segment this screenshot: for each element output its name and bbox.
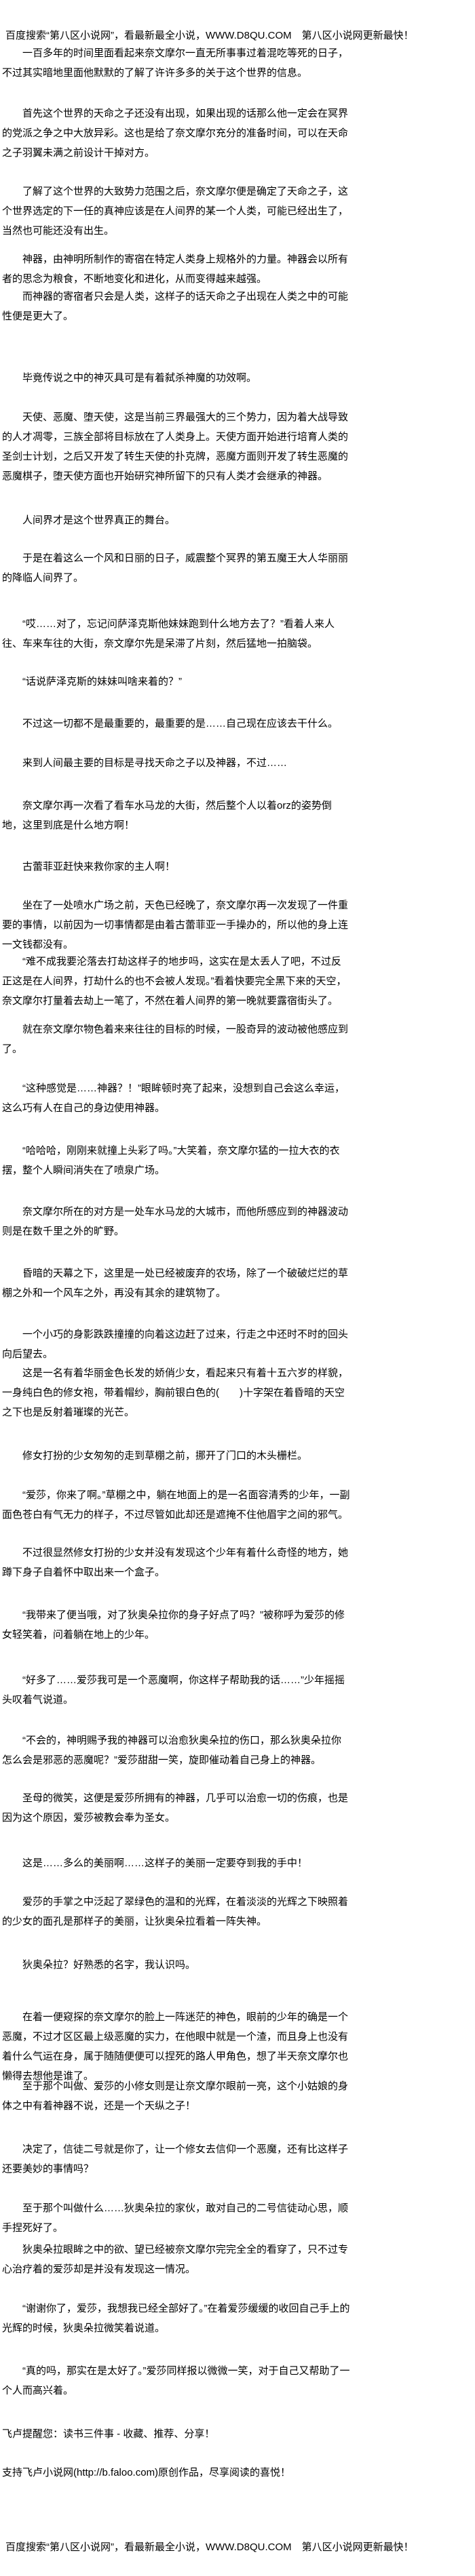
paragraph: 不过很显然修女打扮的少女并没有发现这个少年有着什么奇怪的地方，她蹲下身子自着怀中… <box>2 1547 349 1578</box>
paragraph: 于是在着这么一个风和日丽的日子，威震整个冥界的第五魔王大人华丽丽的降临人间界了。 <box>2 552 349 584</box>
paragraph: “爱莎，你来了啊。”草棚之中，躺在地面上的是一名面容清秀的少年，一副面色苍白有气… <box>2 1489 350 1521</box>
paragraph: 毕竟传说之中的神灭具可是有着弑杀神魔的功效啊。 <box>22 372 257 384</box>
paragraph: 了解了这个世界的大致势力范围之后，奈文摩尔便是确定了天命之子，这个世界选定的下一… <box>2 186 349 237</box>
paragraph: 来到人间最主要的目标是寻找天命之子以及神器，不过…… <box>22 757 288 769</box>
paragraph: “不会的，神明赐予我的神器可以治愈狄奥朵拉的伤口，那么狄奥朵拉你怎么会是邪恶的恶… <box>2 1735 341 1766</box>
paragraph: 爱莎的手掌之中泛起了翠绿色的温和的光辉，在着淡淡的光辉之下映照着的少女的面孔是那… <box>2 1896 349 1927</box>
paragraph: 修女打扮的少女匆匆的走到草棚之前，挪开了门口的木头栅栏。 <box>22 1450 308 1462</box>
paragraph: “哈哈哈，刚刚来就撞上头彩了吗。”大笑着，奈文摩尔猛的一拉大衣的衣摆，整个人瞬间… <box>2 1145 340 1176</box>
paragraph: 就在奈文摩尔物色着来来往往的目标的时候，一股奇异的波动被他感应到了。 <box>2 1024 349 1055</box>
paragraph: “好多了……爱莎我可是一个恶魔啊，你这样子帮助我的话……”少年摇摇头叹着气说道。 <box>2 1674 345 1706</box>
paragraph: “我带来了便当哦，对了狄奥朵拉你的身子好点了吗？”被称呼为爱莎的修女轻笑着，问着… <box>2 1609 345 1641</box>
paragraph: “哎……对了，忘记问萨泽克斯他妹妹跑到什么地方去了？”看着人来人往、车来车往的大… <box>2 618 335 649</box>
paragraph: 这是一名有着华丽金色长发的娇俏少女，看起来只有着十五六岁的样貌，一身纯白色的修女… <box>2 1367 349 1418</box>
paragraph: “这种感觉是……神器？！”眼眸顿时亮了起来，没想到自己会这么幸运，这么巧有人在自… <box>2 1083 345 1114</box>
paragraph: “真的吗，那实在是太好了。”爱莎同样报以微微一笑，对于自己又帮助了一个人而高兴着… <box>2 2365 350 2396</box>
paragraph: 这是……多么的美丽啊……这样子的美丽一定要夺到我的手中！ <box>22 1857 308 1869</box>
paragraph: 狄奥朵拉眼眸之中的欲、望已经被奈文摩尔完完全全的看穿了，只不过专心治疗着的爱莎却… <box>2 2244 349 2275</box>
paragraph: 昏暗的天幕之下，这里是一处已经被废弃的农场，除了一个破破烂烂的草棚之外和一个风车… <box>2 1268 349 1299</box>
faloo-reminder: 飞卢提醒您：读书三件事 - 收藏、推荐、分享！ <box>2 2428 215 2440</box>
paragraph: 至于那个叫做、爱莎的小修女则是让奈文摩尔眼前一亮，这个小姑娘的身体之中有着神器不… <box>2 2080 349 2112</box>
paragraph: 不过这一切都不是最重要的，最重要的是……自己现在应该去干什么。 <box>22 718 339 729</box>
paragraph: 狄奥朵拉？好熟悉的名字，我认识吗。 <box>22 1959 196 1971</box>
paragraph: 一百多年的时间里面看起来奈文摩尔一直无所事事过着混吃等死的日子，不过其实暗地里面… <box>2 47 349 79</box>
paragraph: 圣母的微笑，这便是爱莎所拥有的神器，几乎可以治愈一切的伤痕，也是因为这个原因，爱… <box>2 1792 349 1824</box>
site-banner-bottom: 百度搜索“第八区小说网”，看最新最全小说，WWW.D8QU.COM 第八区小说网… <box>5 2541 414 2553</box>
paragraph: 天使、恶魔、堕天使，这是当前三界最强大的三个势力，因为着大战导致的人才凋零，三族… <box>2 411 349 482</box>
paragraph: “难不成我要沦落去打劫这样子的地步吗，这实在是太丢人了吧，不过反正这是在人间界，… <box>2 956 347 1007</box>
paragraph: 神器，由神明所制作的寄宿在特定人类身上规格外的力量。神器会以所有者的思念为粮食，… <box>2 254 349 285</box>
paragraph: 在着一便窥探的奈文摩尔的脸上一阵迷茫的神色，眼前的少年的确是一个恶魔，不过才区区… <box>2 2011 349 2082</box>
paragraph: “谢谢你了，爱莎，我想我已经全部好了。”在着爱莎缓缓的收回自己手上的光辉的时候，… <box>2 2303 350 2334</box>
paragraph: 一个小巧的身影跌跌撞撞的向着这边赶了过来，行走之中还时不时的回头向后望去。 <box>2 1329 349 1360</box>
site-banner-top: 百度搜索“第八区小说网”，看最新最全小说，WWW.D8QU.COM 第八区小说网… <box>5 30 414 41</box>
paragraph: 古蕾菲亚赶快来救你家的主人啊！ <box>22 861 176 872</box>
paragraph: 决定了，信徒二号就是你了，让一个修女去信仰一个恶魔，还有比这样子还要美妙的事情吗… <box>2 2144 349 2175</box>
faloo-support-link[interactable]: 支持飞卢小说网(http://b.faloo.com)原创作品，尽享阅读的喜悦！ <box>2 2467 291 2478</box>
paragraph: 至于那个叫做什么……狄奥朵拉的家伙，敢对自己的二号信徒动心思，顺手捏死好了。 <box>2 2202 349 2234</box>
paragraph: 奈文摩尔再一次看了看车水马龙的大街，然后整个人以着orz的姿势倒地，这里到底是什… <box>2 800 332 831</box>
paragraph: “话说萨泽克斯的妹妹叫啥来着的？” <box>22 676 182 687</box>
paragraph: 而神器的寄宿者只会是人类，这样子的话天命之子出现在人类之中的可能性便是更大了。 <box>2 291 349 322</box>
paragraph: 人间界才是这个世界真正的舞台。 <box>22 515 176 526</box>
paragraph: 奈文摩尔所在的对方是一处车水马龙的大城市，而他所感应到的神器波动则是在数千里之外… <box>2 1206 349 1237</box>
paragraph: 首先这个世界的天命之子还没有出现，如果出现的话那么他一定会在冥界的党派之争之中大… <box>2 108 349 159</box>
paragraph: 坐在了一处喷水广场之前，天色已经晚了，奈文摩尔再一次发现了一件重要的事情，以前因… <box>2 900 349 950</box>
